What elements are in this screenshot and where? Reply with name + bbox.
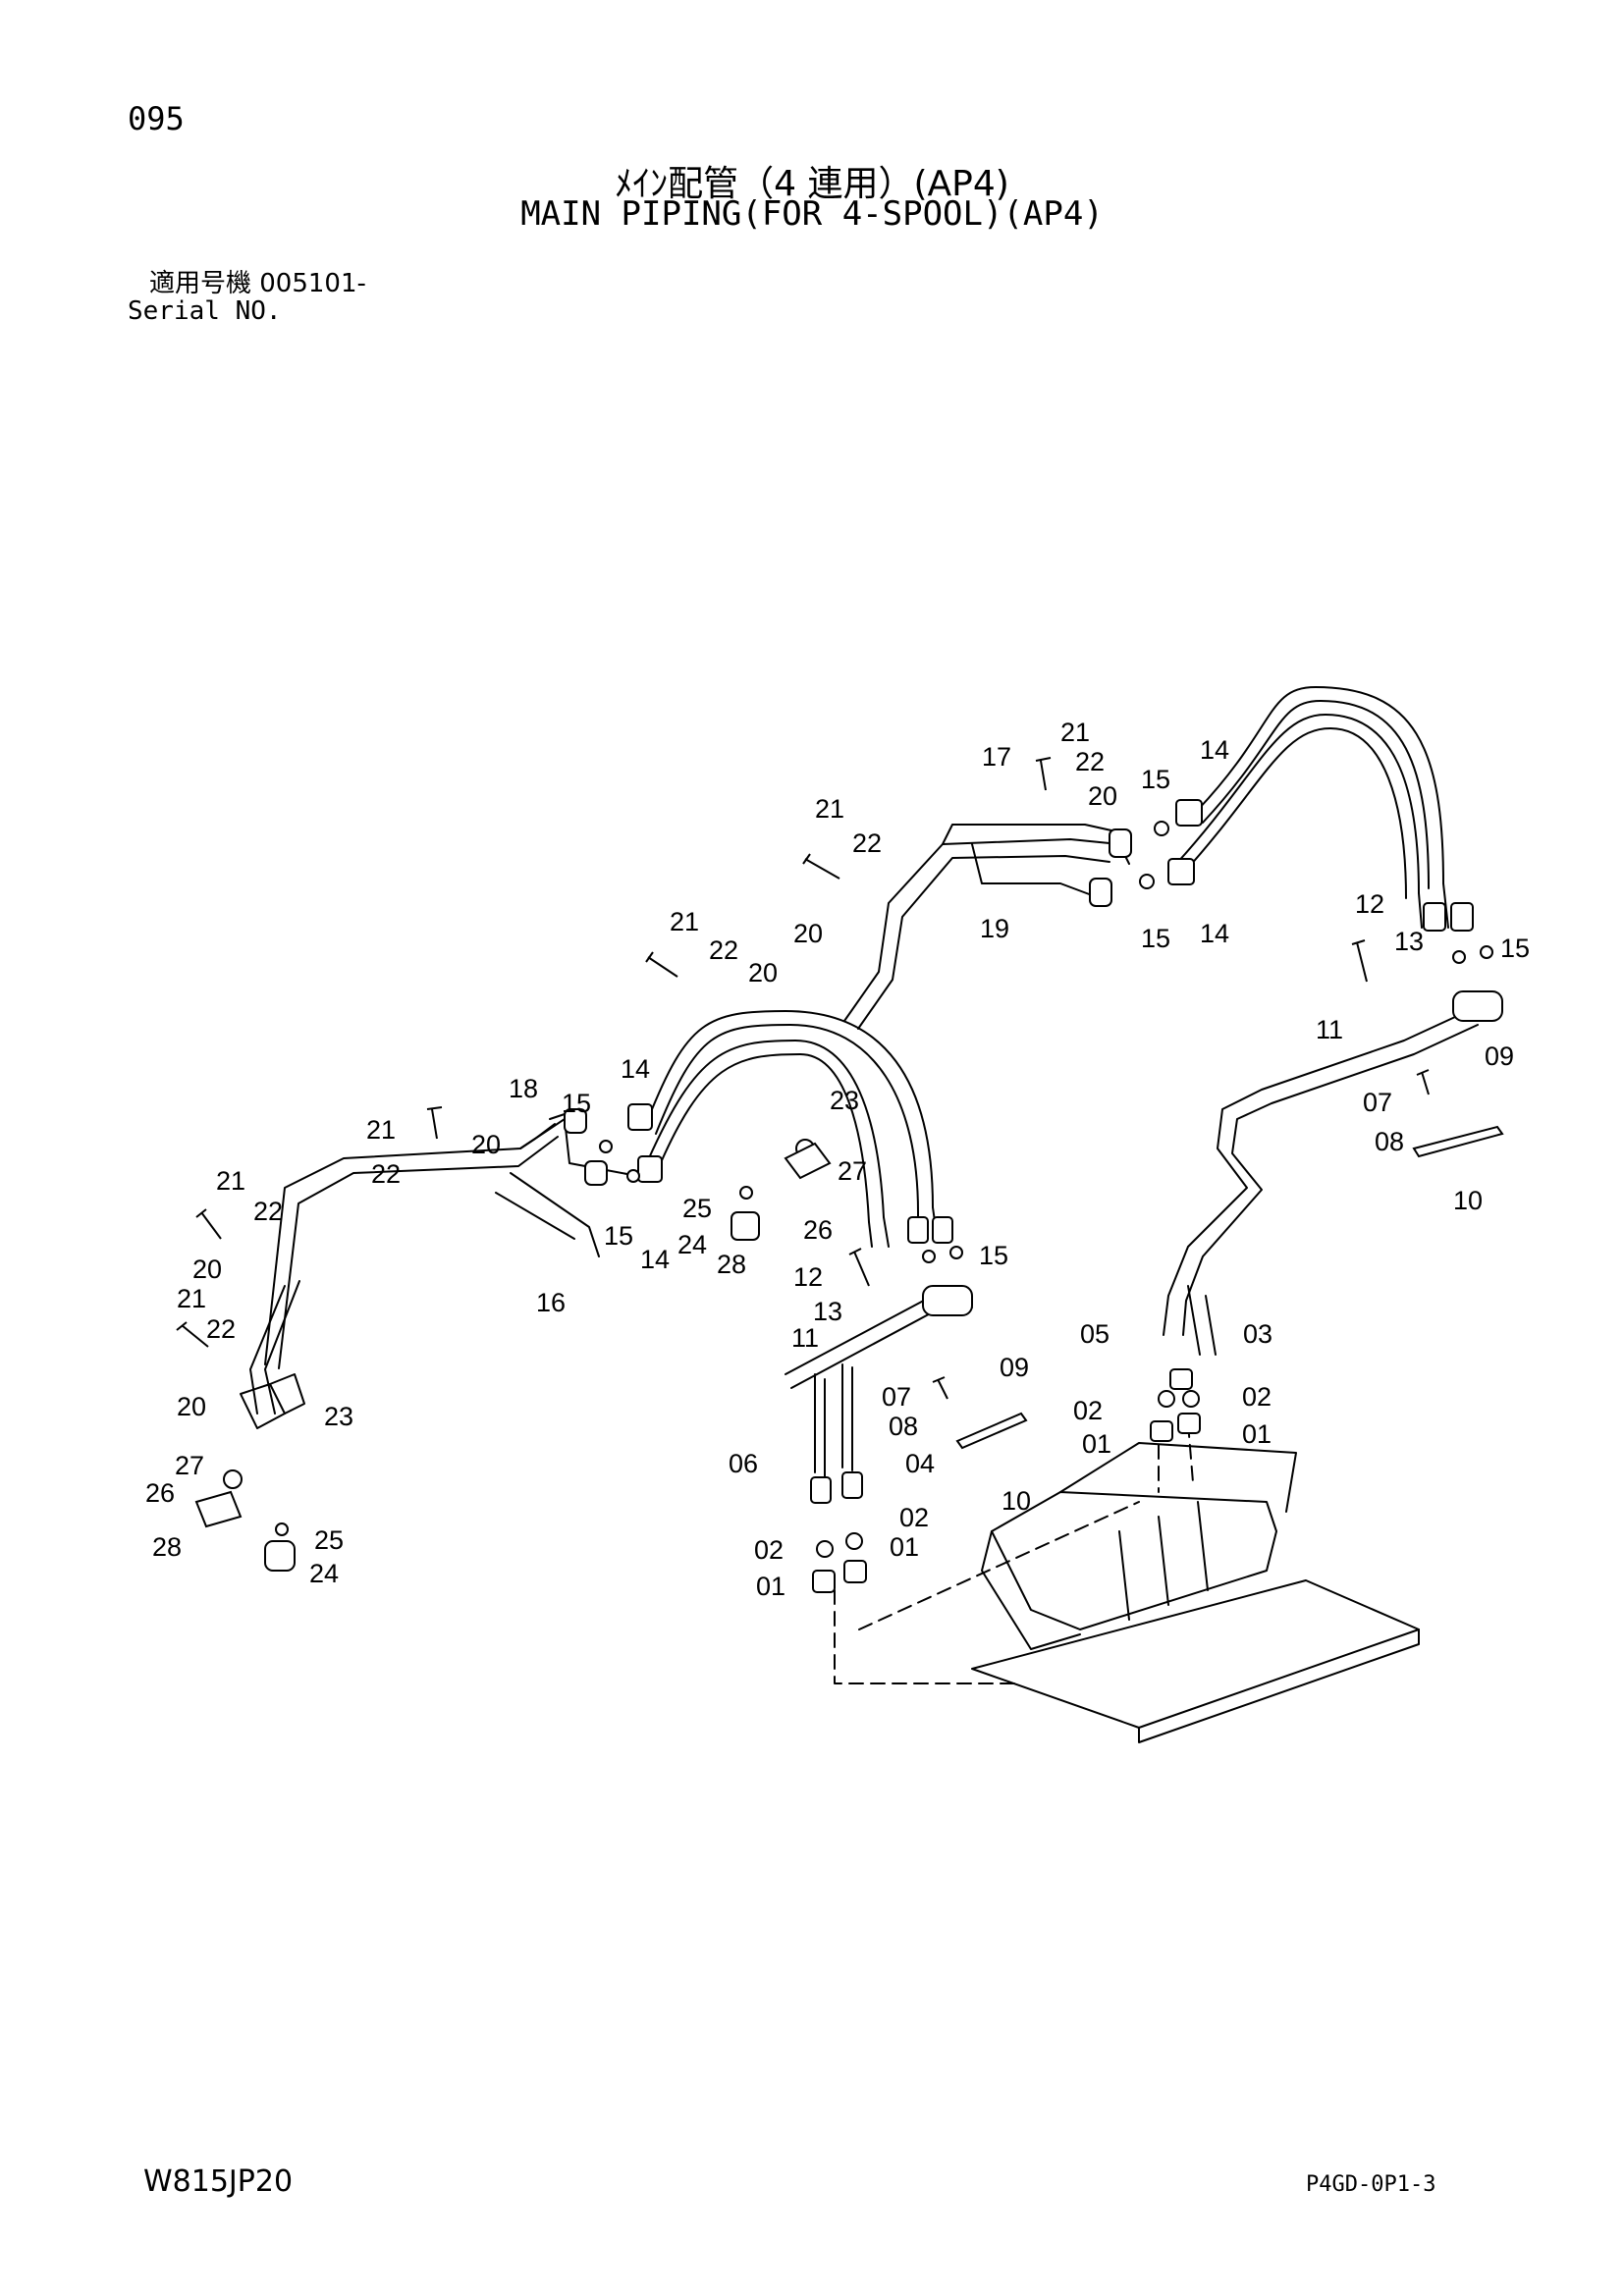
- part-callout-01: 01: [1082, 1429, 1111, 1459]
- part-callout-28: 28: [152, 1532, 182, 1562]
- footer-model-code: W815JP20: [143, 2164, 294, 2199]
- part-callout-11: 11: [791, 1323, 819, 1353]
- part-callout-15: 15: [979, 1241, 1008, 1270]
- title-japanese: ﾒｲﾝ配管（4 連用）(AP4): [615, 164, 1009, 204]
- part-callout-22: 22: [709, 935, 738, 965]
- page-number: 095: [128, 100, 185, 137]
- part-callout-22: 22: [1075, 747, 1105, 776]
- part-callout-02: 02: [1073, 1396, 1103, 1425]
- part-callout-10: 10: [1453, 1186, 1483, 1215]
- part-callout-21: 21: [216, 1166, 245, 1196]
- part-callout-16: 16: [536, 1288, 566, 1317]
- part-callout-14: 14: [1200, 919, 1229, 948]
- part-callout-09: 09: [1485, 1041, 1514, 1071]
- part-callout-17: 17: [982, 742, 1011, 772]
- part-callout-22: 22: [206, 1314, 236, 1344]
- part-callout-14: 14: [1200, 735, 1229, 765]
- part-callout-15: 15: [1141, 765, 1170, 794]
- part-callout-12: 12: [793, 1262, 823, 1292]
- part-callout-26: 26: [803, 1215, 833, 1245]
- part-callout-05: 05: [1080, 1319, 1110, 1349]
- part-callout-20: 20: [748, 958, 778, 988]
- part-callout-15: 15: [1141, 924, 1170, 953]
- part-callout-24: 24: [677, 1230, 707, 1259]
- part-callout-08: 08: [889, 1412, 918, 1441]
- part-callout-20: 20: [177, 1392, 206, 1421]
- part-callout-23: 23: [324, 1402, 353, 1431]
- title-english: MAIN PIPING(FOR 4-SPOOL)(AP4): [520, 194, 1104, 234]
- part-callout-12: 12: [1355, 889, 1384, 919]
- part-callout-21: 21: [177, 1284, 206, 1313]
- part-callout-21: 21: [366, 1115, 396, 1145]
- part-callout-13: 13: [813, 1297, 842, 1326]
- part-callout-27: 27: [175, 1451, 204, 1480]
- part-callout-26: 26: [145, 1478, 175, 1508]
- part-callout-14: 14: [640, 1245, 670, 1274]
- part-callout-04: 04: [905, 1449, 935, 1478]
- part-callout-20: 20: [192, 1255, 222, 1284]
- part-callout-07: 07: [1363, 1088, 1392, 1117]
- part-callout-20: 20: [793, 919, 823, 948]
- part-callout-02: 02: [899, 1503, 929, 1532]
- part-callout-01: 01: [756, 1572, 785, 1601]
- part-callout-25: 25: [682, 1194, 712, 1223]
- part-callout-01: 01: [1242, 1419, 1272, 1449]
- part-callout-07: 07: [882, 1382, 911, 1412]
- part-callout-28: 28: [717, 1250, 746, 1279]
- part-callout-23: 23: [830, 1086, 859, 1115]
- part-callout-21: 21: [670, 907, 699, 936]
- part-callout-14: 14: [621, 1054, 650, 1084]
- part-callout-22: 22: [852, 828, 882, 858]
- part-callout-02: 02: [754, 1535, 784, 1565]
- part-callout-13: 13: [1394, 927, 1424, 956]
- part-callout-15: 15: [604, 1221, 633, 1251]
- part-callout-09: 09: [1000, 1353, 1029, 1382]
- part-callout-08: 08: [1375, 1127, 1404, 1156]
- part-callout-21: 21: [1060, 718, 1090, 747]
- part-callout-02: 02: [1242, 1382, 1272, 1412]
- part-callout-18: 18: [509, 1074, 538, 1103]
- small-parts: [176, 757, 1504, 1593]
- part-callout-22: 22: [253, 1197, 283, 1226]
- part-callout-22: 22: [371, 1159, 401, 1189]
- serial-range-english: Serial NO.: [128, 296, 282, 326]
- part-callout-10: 10: [1001, 1486, 1031, 1516]
- part-callout-03: 03: [1243, 1319, 1272, 1349]
- part-callout-19: 19: [980, 914, 1009, 943]
- part-callout-25: 25: [314, 1525, 344, 1555]
- part-callout-01: 01: [890, 1532, 919, 1562]
- part-callout-06: 06: [729, 1449, 758, 1478]
- part-callout-24: 24: [309, 1559, 339, 1588]
- part-callout-11: 11: [1316, 1015, 1343, 1044]
- footer-drawing-code: P4GD-0P1-3: [1306, 2172, 1436, 2197]
- part-callout-21: 21: [815, 794, 844, 824]
- part-callout-27: 27: [838, 1156, 867, 1186]
- part-callout-15: 15: [562, 1089, 591, 1118]
- part-callout-20: 20: [1088, 781, 1117, 811]
- part-callout-15: 15: [1500, 934, 1530, 963]
- serial-range-japanese: 適用号機 005101-: [149, 269, 366, 298]
- part-callout-20: 20: [471, 1130, 501, 1159]
